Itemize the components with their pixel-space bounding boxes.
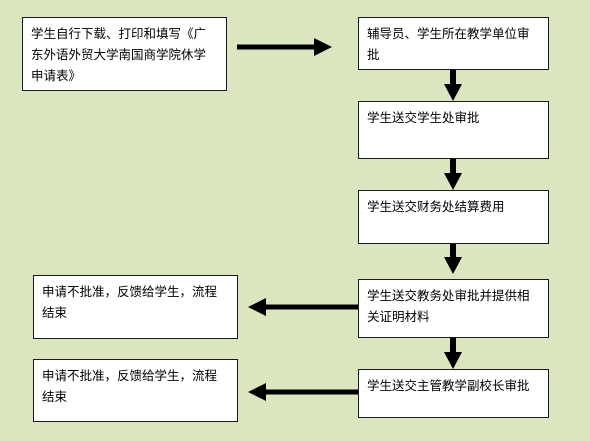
arrow-step4-to-step5 xyxy=(444,244,462,274)
reject-box-academic-text: 申请不批准，反馈给学生，流程结束 xyxy=(42,284,218,320)
step-student-affairs-approval-text: 学生送交学生处审批 xyxy=(367,110,480,125)
arrow-step6-to-reject2 xyxy=(248,383,358,401)
reject-box-academic: 申请不批准，反馈给学生，流程结束 xyxy=(33,275,238,339)
arrow-step3-to-step4 xyxy=(444,159,462,190)
step-vice-president-approval-text: 学生送交主管教学副校长审批 xyxy=(367,378,530,393)
step-academic-affairs-approval: 学生送交教务处审批并提供相关证明材料 xyxy=(358,279,549,338)
arrow-step5-to-reject1 xyxy=(248,298,358,316)
arrow-step5-to-step6 xyxy=(444,338,462,369)
arrow-step2-to-step3 xyxy=(444,70,462,101)
step-finance-settlement-text: 学生送交财务处结算费用 xyxy=(367,199,505,214)
step-finance-settlement: 学生送交财务处结算费用 xyxy=(358,190,549,244)
arrow-step1-to-step2 xyxy=(237,38,332,56)
reject-box-vice-president: 申请不批准，反馈给学生，流程结束 xyxy=(33,359,238,422)
step-download-form: 学生自行下载、打印和填写《广东外语外贸大学南国商学院休学申请表》 xyxy=(22,17,227,91)
step-counselor-approval-text: 辅导员、学生所在教学单位审批 xyxy=(367,26,530,62)
step-vice-president-approval: 学生送交主管教学副校长审批 xyxy=(358,369,549,418)
reject-box-vice-president-text: 申请不批准，反馈给学生，流程结束 xyxy=(42,368,218,404)
step-academic-affairs-approval-text: 学生送交教务处审批并提供相关证明材料 xyxy=(367,288,530,324)
step-download-form-text: 学生自行下载、打印和填写《广东外语外贸大学南国商学院休学申请表》 xyxy=(31,26,207,83)
step-student-affairs-approval: 学生送交学生处审批 xyxy=(358,101,549,159)
step-counselor-approval: 辅导员、学生所在教学单位审批 xyxy=(358,17,549,70)
